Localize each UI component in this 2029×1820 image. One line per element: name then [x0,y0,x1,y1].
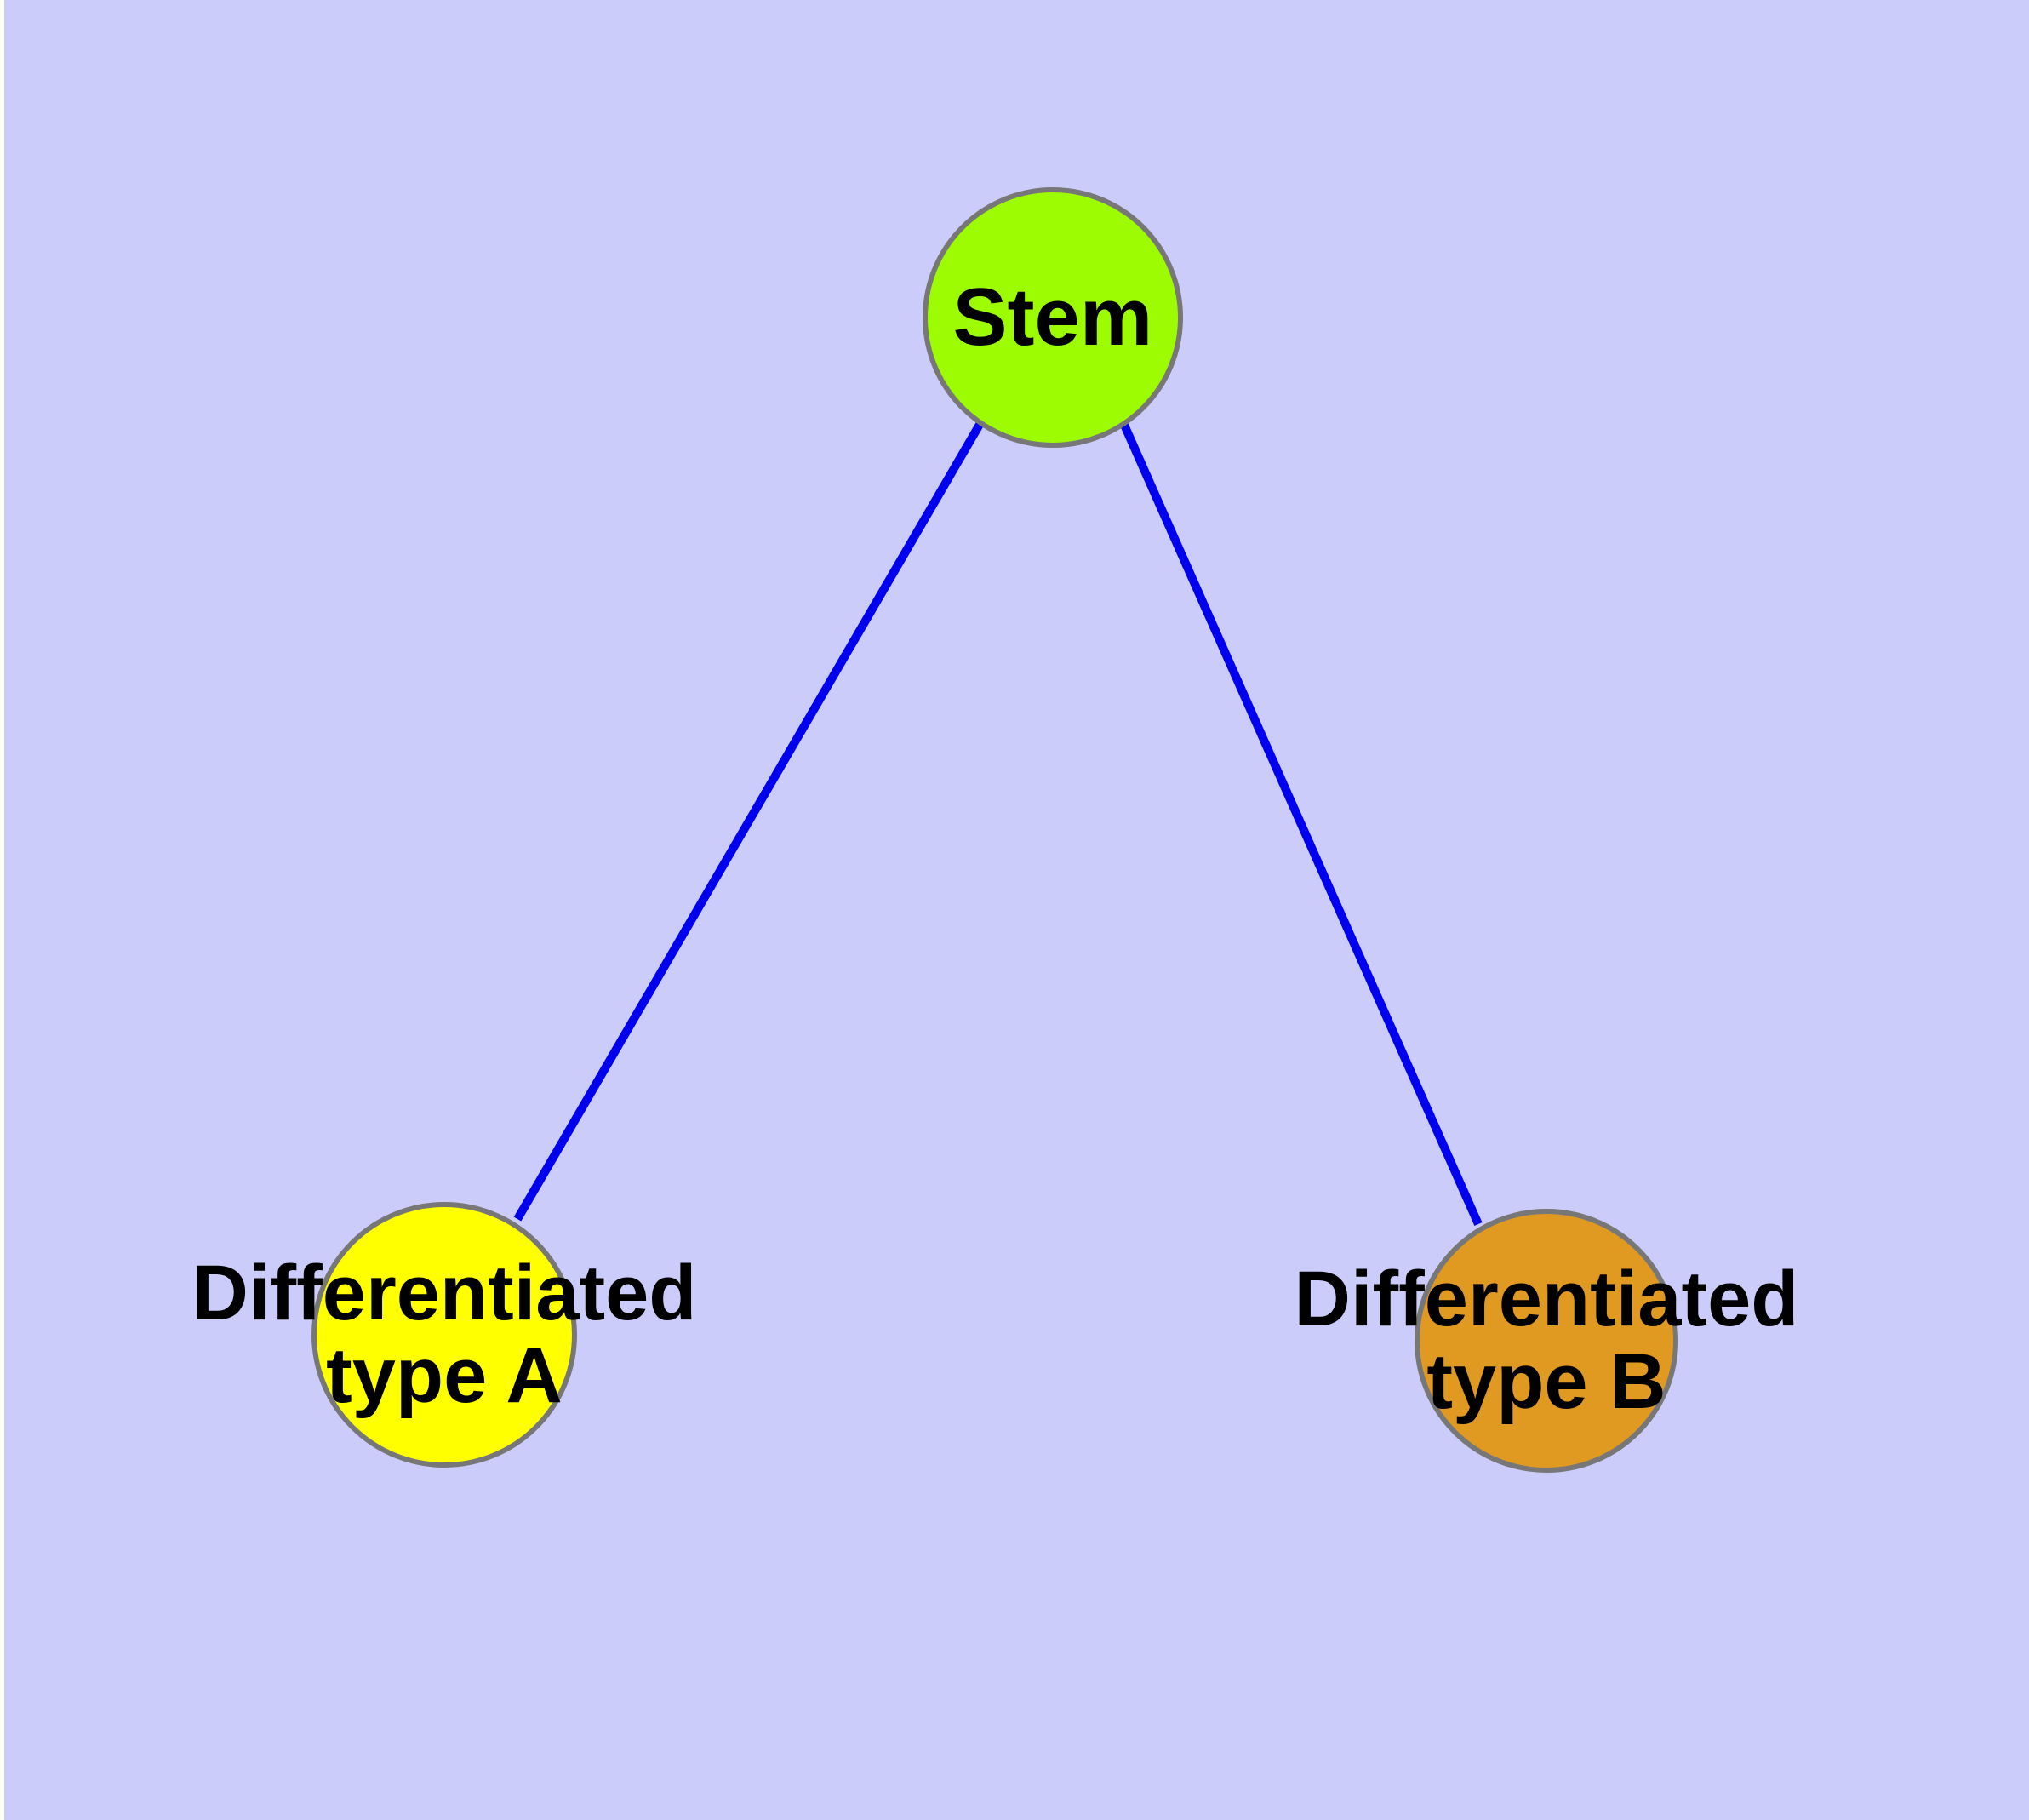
node-layer [311,187,1678,1473]
graph-node-diff-a[interactable] [311,1202,577,1468]
edge-layer [513,421,1483,1227]
canvas-left-gutter [0,0,4,1820]
graph-node-stem[interactable] [923,187,1183,448]
graph-node-diff-b[interactable] [1415,1209,1678,1473]
graph-edge-stem-to-a[interactable] [513,421,985,1222]
graph-edge-stem-to-b[interactable] [1119,421,1483,1227]
